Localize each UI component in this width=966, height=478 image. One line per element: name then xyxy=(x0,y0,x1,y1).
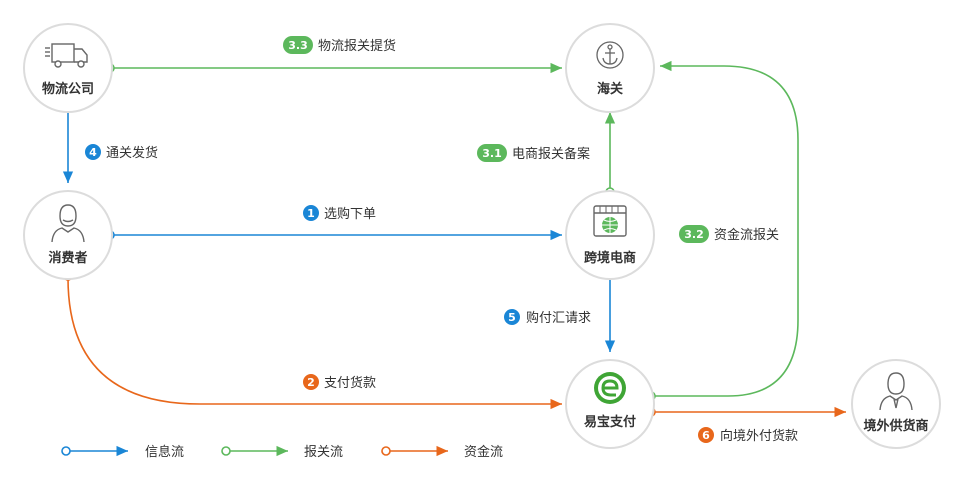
legend: 信息流 报关流 资金流 xyxy=(61,444,503,460)
node-yeepay: 易宝支付 xyxy=(565,359,655,449)
label-4: 通关发货 xyxy=(106,145,158,161)
edge-label-3-2: 3.2 资金流报关 xyxy=(679,225,779,243)
edge-consumer-to-ecommerce xyxy=(105,229,562,241)
legend-customs-label: 报关流 xyxy=(304,445,343,460)
edge-label-5: 5 购付汇请求 xyxy=(504,309,591,326)
edge-label-2: 2 支付货款 xyxy=(303,374,376,391)
badge-5: 5 xyxy=(508,311,516,324)
truck-icon xyxy=(45,43,88,68)
node-supplier: 境外供货商 xyxy=(851,359,941,449)
edge-label-1: 1 选购下单 xyxy=(303,205,376,222)
node-customs-label: 海关 xyxy=(597,81,623,97)
badge-3-2: 3.2 xyxy=(684,228,704,241)
node-consumer-label: 消费者 xyxy=(48,250,87,266)
node-yeepay-label: 易宝支付 xyxy=(584,414,636,430)
person-icon xyxy=(51,204,85,243)
node-consumer: 消费者 xyxy=(23,190,113,280)
badge-4: 4 xyxy=(89,146,97,159)
badge-3-3: 3.3 xyxy=(288,39,308,52)
anchor-icon xyxy=(596,41,624,69)
edge-ecommerce-to-customs xyxy=(604,112,616,197)
node-logistics: 物流公司 xyxy=(23,23,113,113)
legend-info-label: 信息流 xyxy=(145,444,184,460)
label-3-2: 资金流报关 xyxy=(714,227,779,243)
legend-info: 信息流 xyxy=(61,444,184,460)
edge-label-3-1: 3.1 电商报关备案 xyxy=(477,144,590,162)
legend-customs: 报关流 xyxy=(221,445,343,460)
node-ecommerce: 跨境电商 xyxy=(565,190,655,280)
edge-logistics-to-consumer xyxy=(62,101,74,183)
yeepay-logo-icon xyxy=(594,372,626,404)
edge-label-6: 6 向境外付货款 xyxy=(698,427,798,444)
label-2: 支付货款 xyxy=(324,375,376,391)
label-6: 向境外付货款 xyxy=(720,428,798,444)
badge-3-1: 3.1 xyxy=(482,147,502,160)
edge-label-4: 4 通关发货 xyxy=(85,144,158,161)
label-3-1: 电商报关备案 xyxy=(512,146,590,162)
storefront-globe-icon xyxy=(593,205,627,237)
node-ecommerce-label: 跨境电商 xyxy=(584,250,636,266)
label-1: 选购下单 xyxy=(324,206,376,222)
node-customs: 海关 xyxy=(565,23,655,113)
legend-funds: 资金流 xyxy=(381,444,503,460)
label-3-3: 物流报关提货 xyxy=(318,38,396,54)
badge-2: 2 xyxy=(307,376,315,389)
node-logistics-label: 物流公司 xyxy=(42,81,94,97)
edge-label-3-3: 3.3 物流报关提货 xyxy=(283,36,396,54)
node-supplier-label: 境外供货商 xyxy=(863,418,928,434)
edge-yeepay-to-supplier xyxy=(646,406,846,418)
edge-logistics-to-customs xyxy=(105,62,562,74)
legend-funds-label: 资金流 xyxy=(464,444,503,460)
badge-1: 1 xyxy=(307,207,315,220)
badge-6: 6 xyxy=(702,429,710,442)
label-5: 购付汇请求 xyxy=(526,310,591,326)
businessman-icon xyxy=(879,372,913,411)
